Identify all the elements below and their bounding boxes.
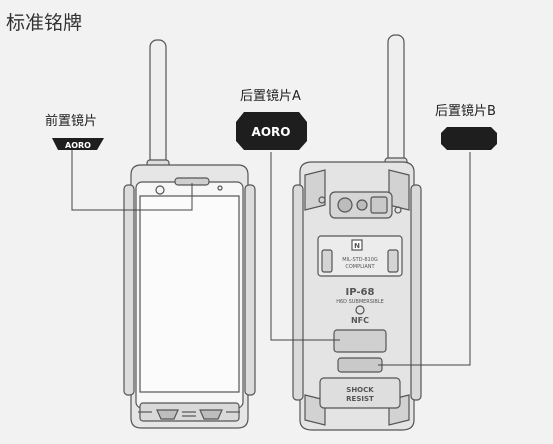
leader-line-rear-b (378, 152, 471, 366)
svg-text:NFC: NFC (351, 316, 369, 325)
label-front-lens: 前置镜片 (45, 114, 98, 129)
rear-phone-markings: N MIL-STD-810G COMPLIANT IP-68 H6D SUBME… (336, 242, 384, 403)
svg-text:AORO: AORO (65, 141, 91, 150)
svg-text:N: N (354, 242, 360, 250)
label-rear-lens-a: 后置镜片A (240, 89, 301, 104)
svg-text:SHOCK: SHOCK (346, 386, 374, 394)
svg-text:AORO: AORO (252, 125, 291, 139)
leader-line-rear-a (270, 152, 340, 341)
svg-text:RESIST: RESIST (346, 395, 374, 403)
svg-text:COMPLIANT: COMPLIANT (345, 264, 375, 270)
svg-text:IP-68: IP-68 (346, 287, 375, 298)
svg-text:MIL-STD-810G: MIL-STD-810G (342, 257, 378, 263)
rear-phone-illustration (292, 34, 422, 431)
leader-line-front (71, 150, 193, 211)
page-title: 标准铭牌 (6, 12, 83, 34)
svg-text:H6D SUBMERSIBLE: H6D SUBMERSIBLE (336, 299, 384, 305)
label-rear-lens-b: 后置镜片B (435, 104, 496, 119)
rear-lens-b-badge (441, 127, 497, 150)
rear-lens-a-badge: AORO (236, 112, 307, 150)
front-phone-illustration (123, 39, 256, 429)
front-lens-badge: AORO (52, 138, 104, 150)
